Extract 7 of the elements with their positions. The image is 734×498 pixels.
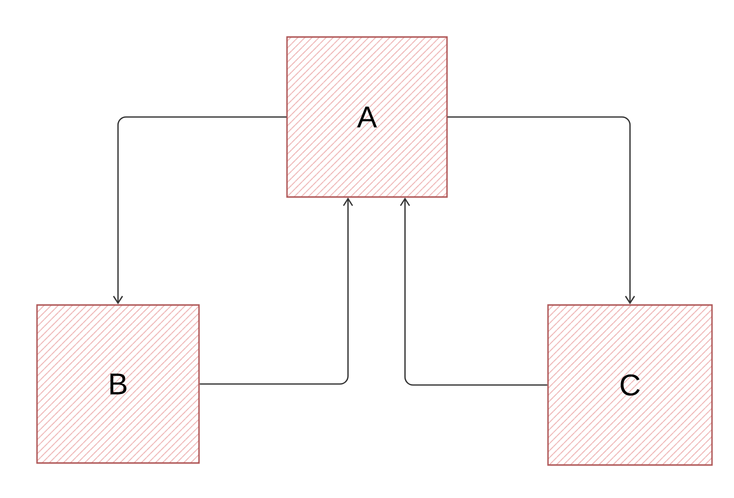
- arrow: [112, 116, 286, 304]
- arrow: [200, 198, 354, 385]
- arrow: [400, 198, 548, 386]
- process-box: B: [36, 304, 200, 464]
- process-box: A: [286, 36, 448, 198]
- process-box: C: [547, 304, 713, 466]
- arrow: [448, 116, 636, 304]
